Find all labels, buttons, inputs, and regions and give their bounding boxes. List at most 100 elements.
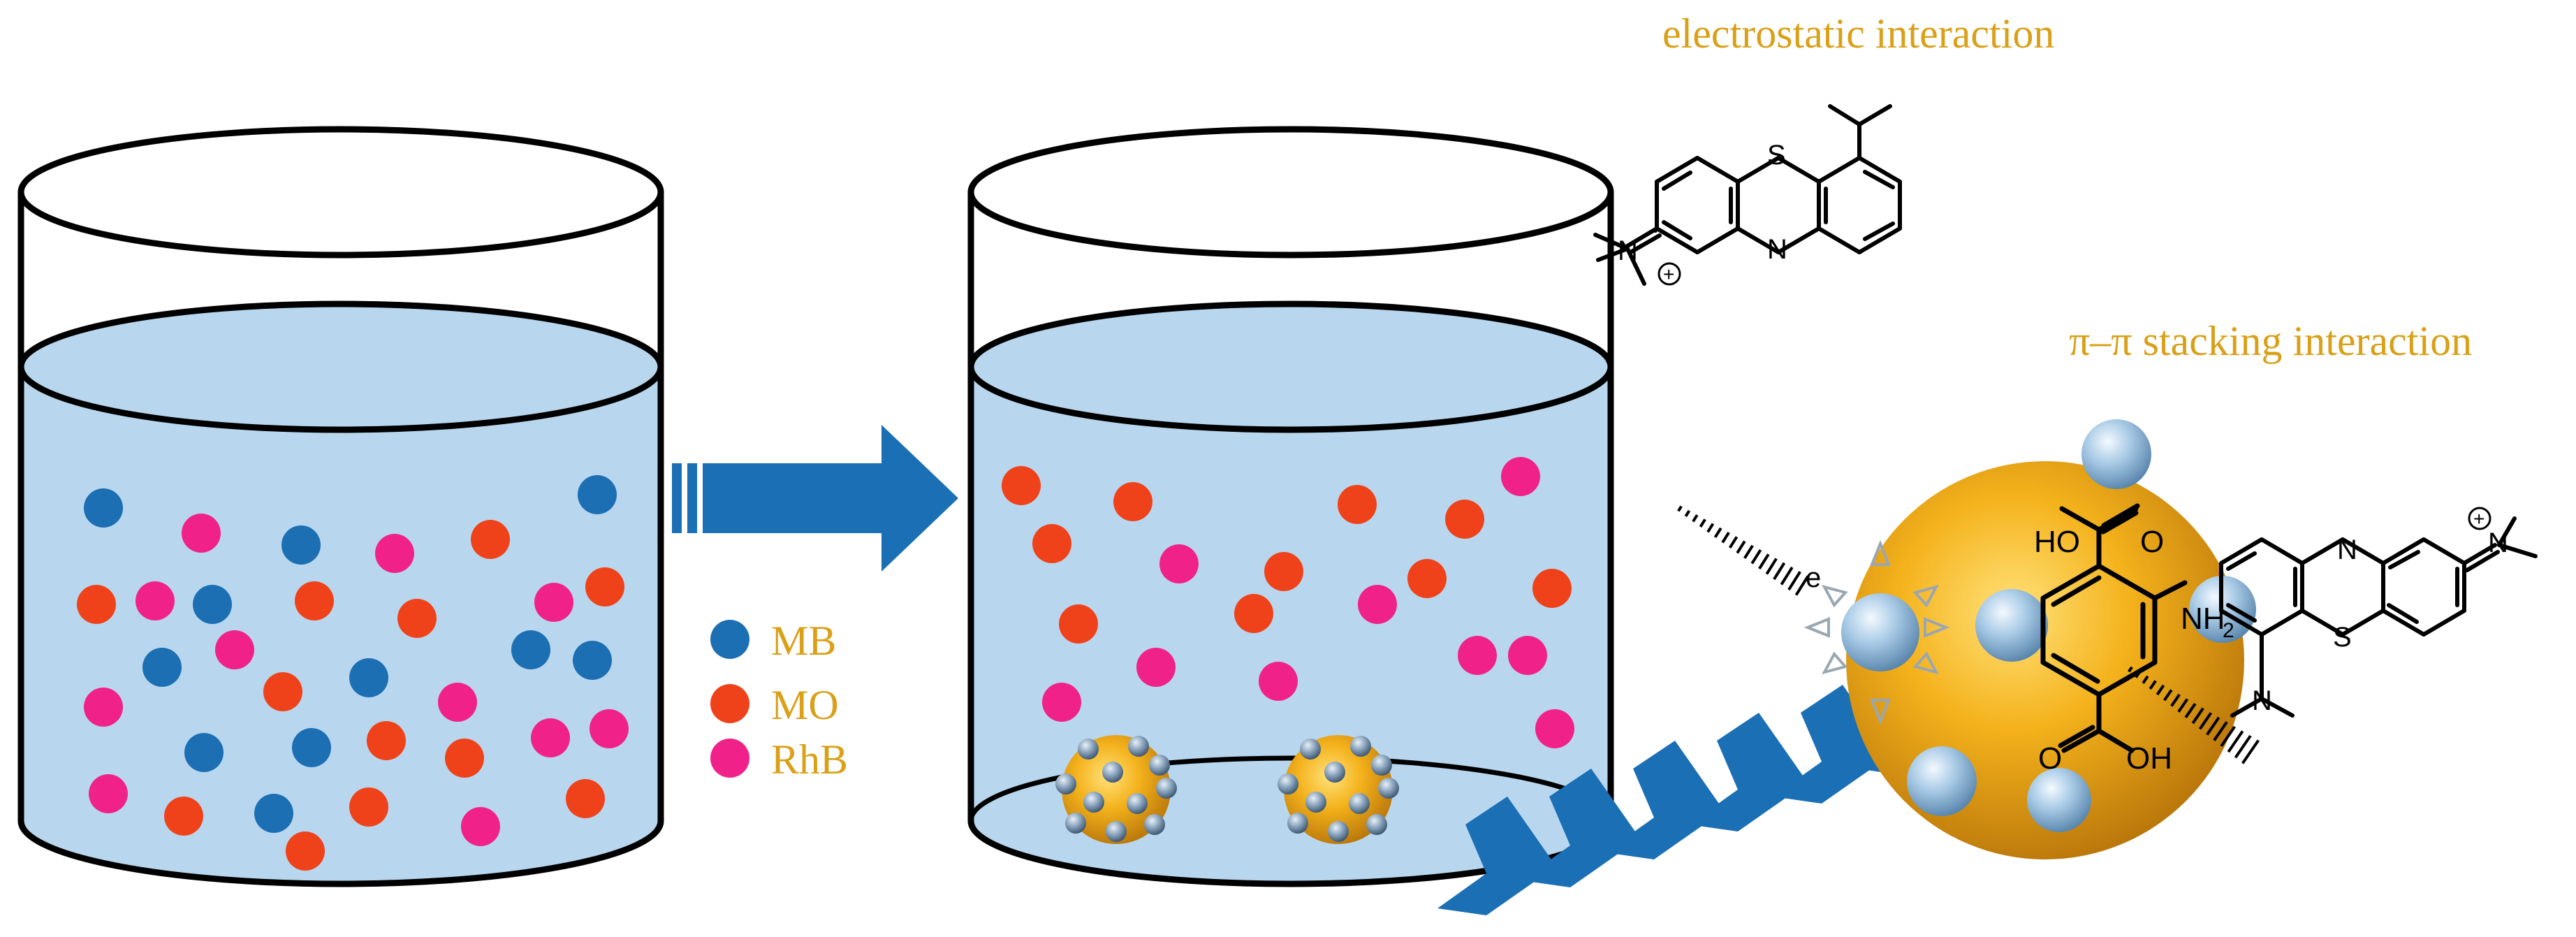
adsorbent-particle-site [1144,814,1165,835]
dye-mo [263,672,302,711]
linker-hydroxy-bottom: OH [2126,741,2172,776]
beaker-left-rim [17,126,664,259]
adsorbent-sphere: HO O NH 2 O OH [1803,419,2256,859]
dye-rhb [1159,544,1199,583]
legend-label-rhb: RhB [771,736,848,783]
hash-line [1706,523,1715,533]
adsorbent-sphere-site [1907,746,1977,816]
hash-line [1699,518,1706,528]
adsorbent-sphere-sites [1907,419,2256,832]
mb-right-nitrogen: N [2337,535,2357,565]
dye-rhb [590,709,629,748]
electrostatic-interaction-label: electrostatic interaction [1662,10,2054,57]
dye-mo [566,779,605,818]
pi-stacking-interaction-label: π–π stacking interaction [2069,318,2472,364]
dye-mb [573,641,612,680]
adsorbent-particle-site [1349,793,1370,814]
dye-rhb [1458,636,1497,675]
dye-mo [1407,559,1447,598]
mb-top-charge-circle [1657,262,1681,286]
dye-mb [511,630,550,669]
legend-item-mb: MB [710,618,836,664]
hash-line [1765,558,1778,575]
dye-rhb [1358,585,1397,624]
beaker-right-water-surface [967,300,1614,433]
dye-rhb [438,683,477,722]
hash-line [1750,549,1762,565]
adsorbent-particle-site [1078,739,1099,760]
dye-mb [254,794,293,833]
dye-rhb [1136,648,1176,687]
hash-line [1728,536,1739,549]
dye-mo [1532,569,1572,608]
adsorbent-sphere-site [1975,589,2048,662]
legend-swatch-mo [710,684,749,723]
legend: MB MO RhB [710,618,848,783]
adsorbent-particle-site [1328,821,1349,842]
chevron-arrow [1605,741,1724,859]
dye-mo [1032,524,1071,563]
hash-line [2135,671,2142,678]
dye-rhb [84,688,123,727]
dye-rhb [1508,636,1547,675]
dye-mo [471,520,510,559]
adsorbent-particle-site [1083,792,1104,813]
adsorbent-site-charged [1841,593,1919,671]
methylene-blue-molecule-right [2219,516,2538,718]
chevron-arrow [1521,769,1640,887]
mb-top-charge: + [1663,263,1674,285]
dye-mb [349,658,388,697]
dye-mb [184,733,224,772]
legend-label-mo: MO [771,682,839,728]
hash-line [2149,680,2157,690]
mb-top-iminium-nitrogen: N [1618,235,1638,266]
linker-amine: NH [2181,602,2225,636]
hash-line [1794,575,1810,596]
dye-rhb [461,807,500,846]
dye-mo [585,567,624,606]
dye-mb [84,488,123,528]
dye-mo [1445,500,1484,539]
dye-rhb [1535,709,1574,748]
mb-right-iminium-nitrogen: N [2488,528,2508,558]
hash-line [1780,566,1794,586]
transfer-arrow-stripe [672,463,682,533]
hash-line [1736,540,1746,554]
electron-label: e [1806,562,1821,593]
hash-line [1677,505,1683,512]
dye-mo [295,581,334,620]
charge-field-icon [1803,539,1950,725]
hash-line [2170,693,2181,707]
dye-rhb [1501,457,1540,496]
adsorbent-particle-site [1055,773,1076,794]
adsorbent-particle-site [1102,762,1123,783]
dye-rhb [215,630,254,669]
electrostatic-bond [1677,505,1810,596]
dye-rhb [136,581,175,620]
hash-line [2213,721,2228,741]
transfer-arrow-stripe [687,463,697,533]
legend-item-mo: MO [710,682,839,728]
dye-mo [286,831,325,871]
legend-swatch-rhb [710,739,749,778]
dye-mo [1002,466,1041,505]
legend-item-rhb: RhB [710,736,848,783]
transfer-arrow-body [703,425,958,572]
hash-line [2220,725,2237,748]
mb-right-bottom-nitrogen: N [2252,685,2272,716]
dye-mo [1059,604,1098,644]
adsorbent-particle-site [1065,813,1086,834]
dye-mo [349,787,388,827]
adsorbent-particle-body [1284,735,1393,844]
hash-line [2177,698,2189,713]
beaker-right [967,126,1614,887]
beaker-left [17,126,664,887]
linker-amine-subscript: 2 [2223,619,2234,642]
dye-mo [445,739,484,778]
adsorbent-particle-site [1366,814,1387,835]
adsorbent-particle-site [1371,755,1392,776]
hash-line [2184,702,2197,719]
dye-mb [193,585,232,624]
adsorbent-particle-body [1062,735,1171,844]
mb-top-sulfur: S [1767,140,1786,170]
